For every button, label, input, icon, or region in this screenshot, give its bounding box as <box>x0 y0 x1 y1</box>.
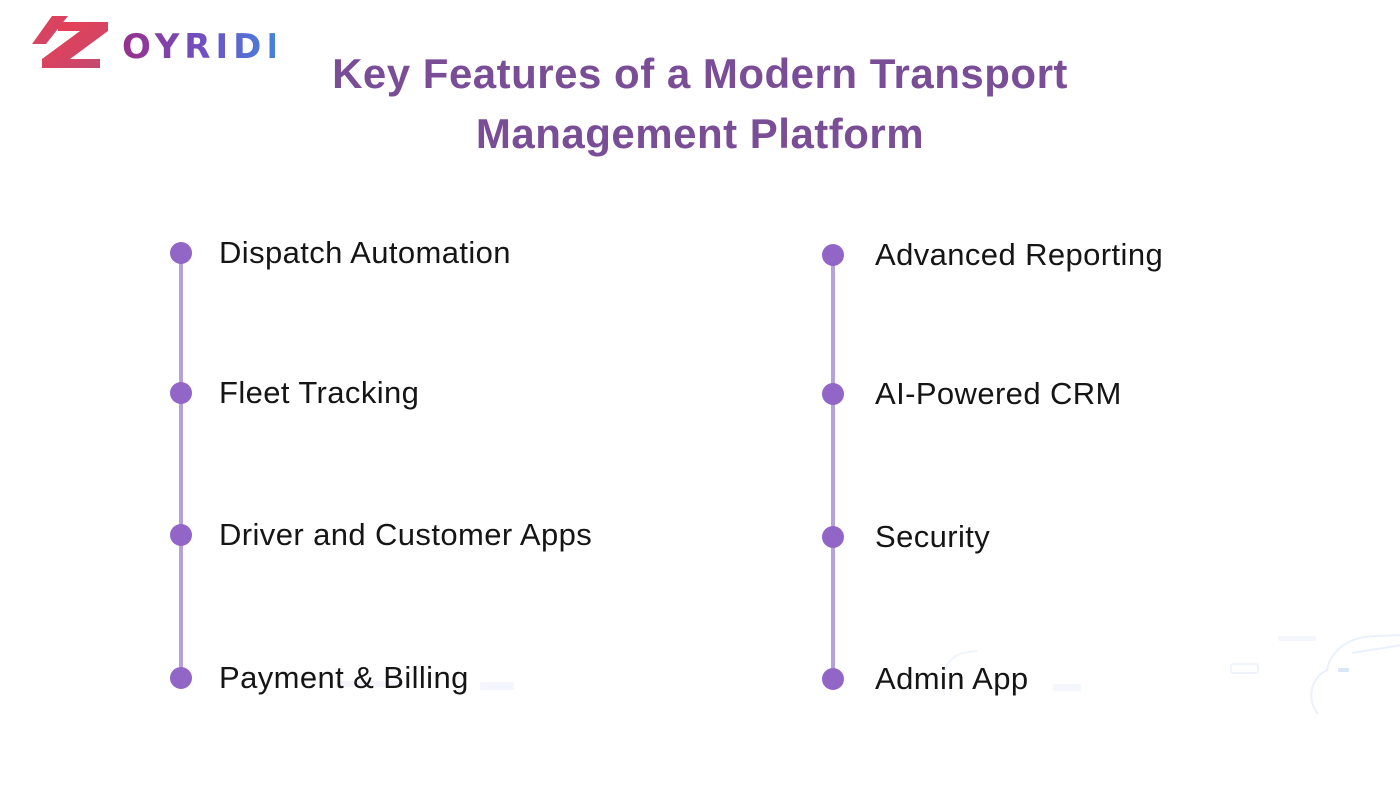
page-title: Key Features of a Modern Transport Manag… <box>0 44 1400 164</box>
logo-wordmark: OYRIDE <box>122 27 275 67</box>
bullet-dot-icon <box>170 524 192 546</box>
bullet-dot-icon <box>822 668 844 690</box>
timeline-line-right <box>831 255 835 679</box>
feature-label: Fleet Tracking <box>219 375 420 410</box>
feature-label: Admin App <box>875 661 1029 696</box>
bullet-dot-icon <box>822 526 844 548</box>
page-title-line2: Management Platform <box>475 110 925 157</box>
feature-item-fleet-tracking: Fleet Tracking <box>170 375 419 411</box>
feature-label: Security <box>875 519 991 554</box>
bullet-dot-icon <box>822 244 844 266</box>
bullet-dot-icon <box>822 383 844 405</box>
zoyride-logo-graphic: OYRIDE <box>32 16 290 68</box>
feature-item-advanced-reporting: Advanced Reporting <box>822 237 1163 273</box>
feature-item-ai-powered-crm: AI-Powered CRM <box>822 376 1122 412</box>
feature-item-driver-customer-apps: Driver and Customer Apps <box>170 517 592 553</box>
feature-label: AI-Powered CRM <box>875 376 1122 411</box>
feature-item-dispatch-automation: Dispatch Automation <box>170 235 511 271</box>
feature-item-admin-app: Admin App <box>822 661 1029 697</box>
feature-label: Dispatch Automation <box>219 235 511 270</box>
bullet-dot-icon <box>170 667 192 689</box>
feature-label: Payment & Billing <box>219 660 469 695</box>
timeline-line-left <box>179 253 183 678</box>
feature-label: Advanced Reporting <box>875 237 1164 272</box>
feature-item-payment-billing: Payment & Billing <box>170 660 469 696</box>
zoyride-logo: OYRIDE <box>30 14 290 76</box>
z-mark-icon <box>32 16 108 68</box>
feature-label: Driver and Customer Apps <box>219 517 593 552</box>
feature-item-security: Security <box>822 519 990 555</box>
page-title-line1: Key Features of a Modern Transport <box>332 50 1068 97</box>
bullet-dot-icon <box>170 242 192 264</box>
bullet-dot-icon <box>170 382 192 404</box>
